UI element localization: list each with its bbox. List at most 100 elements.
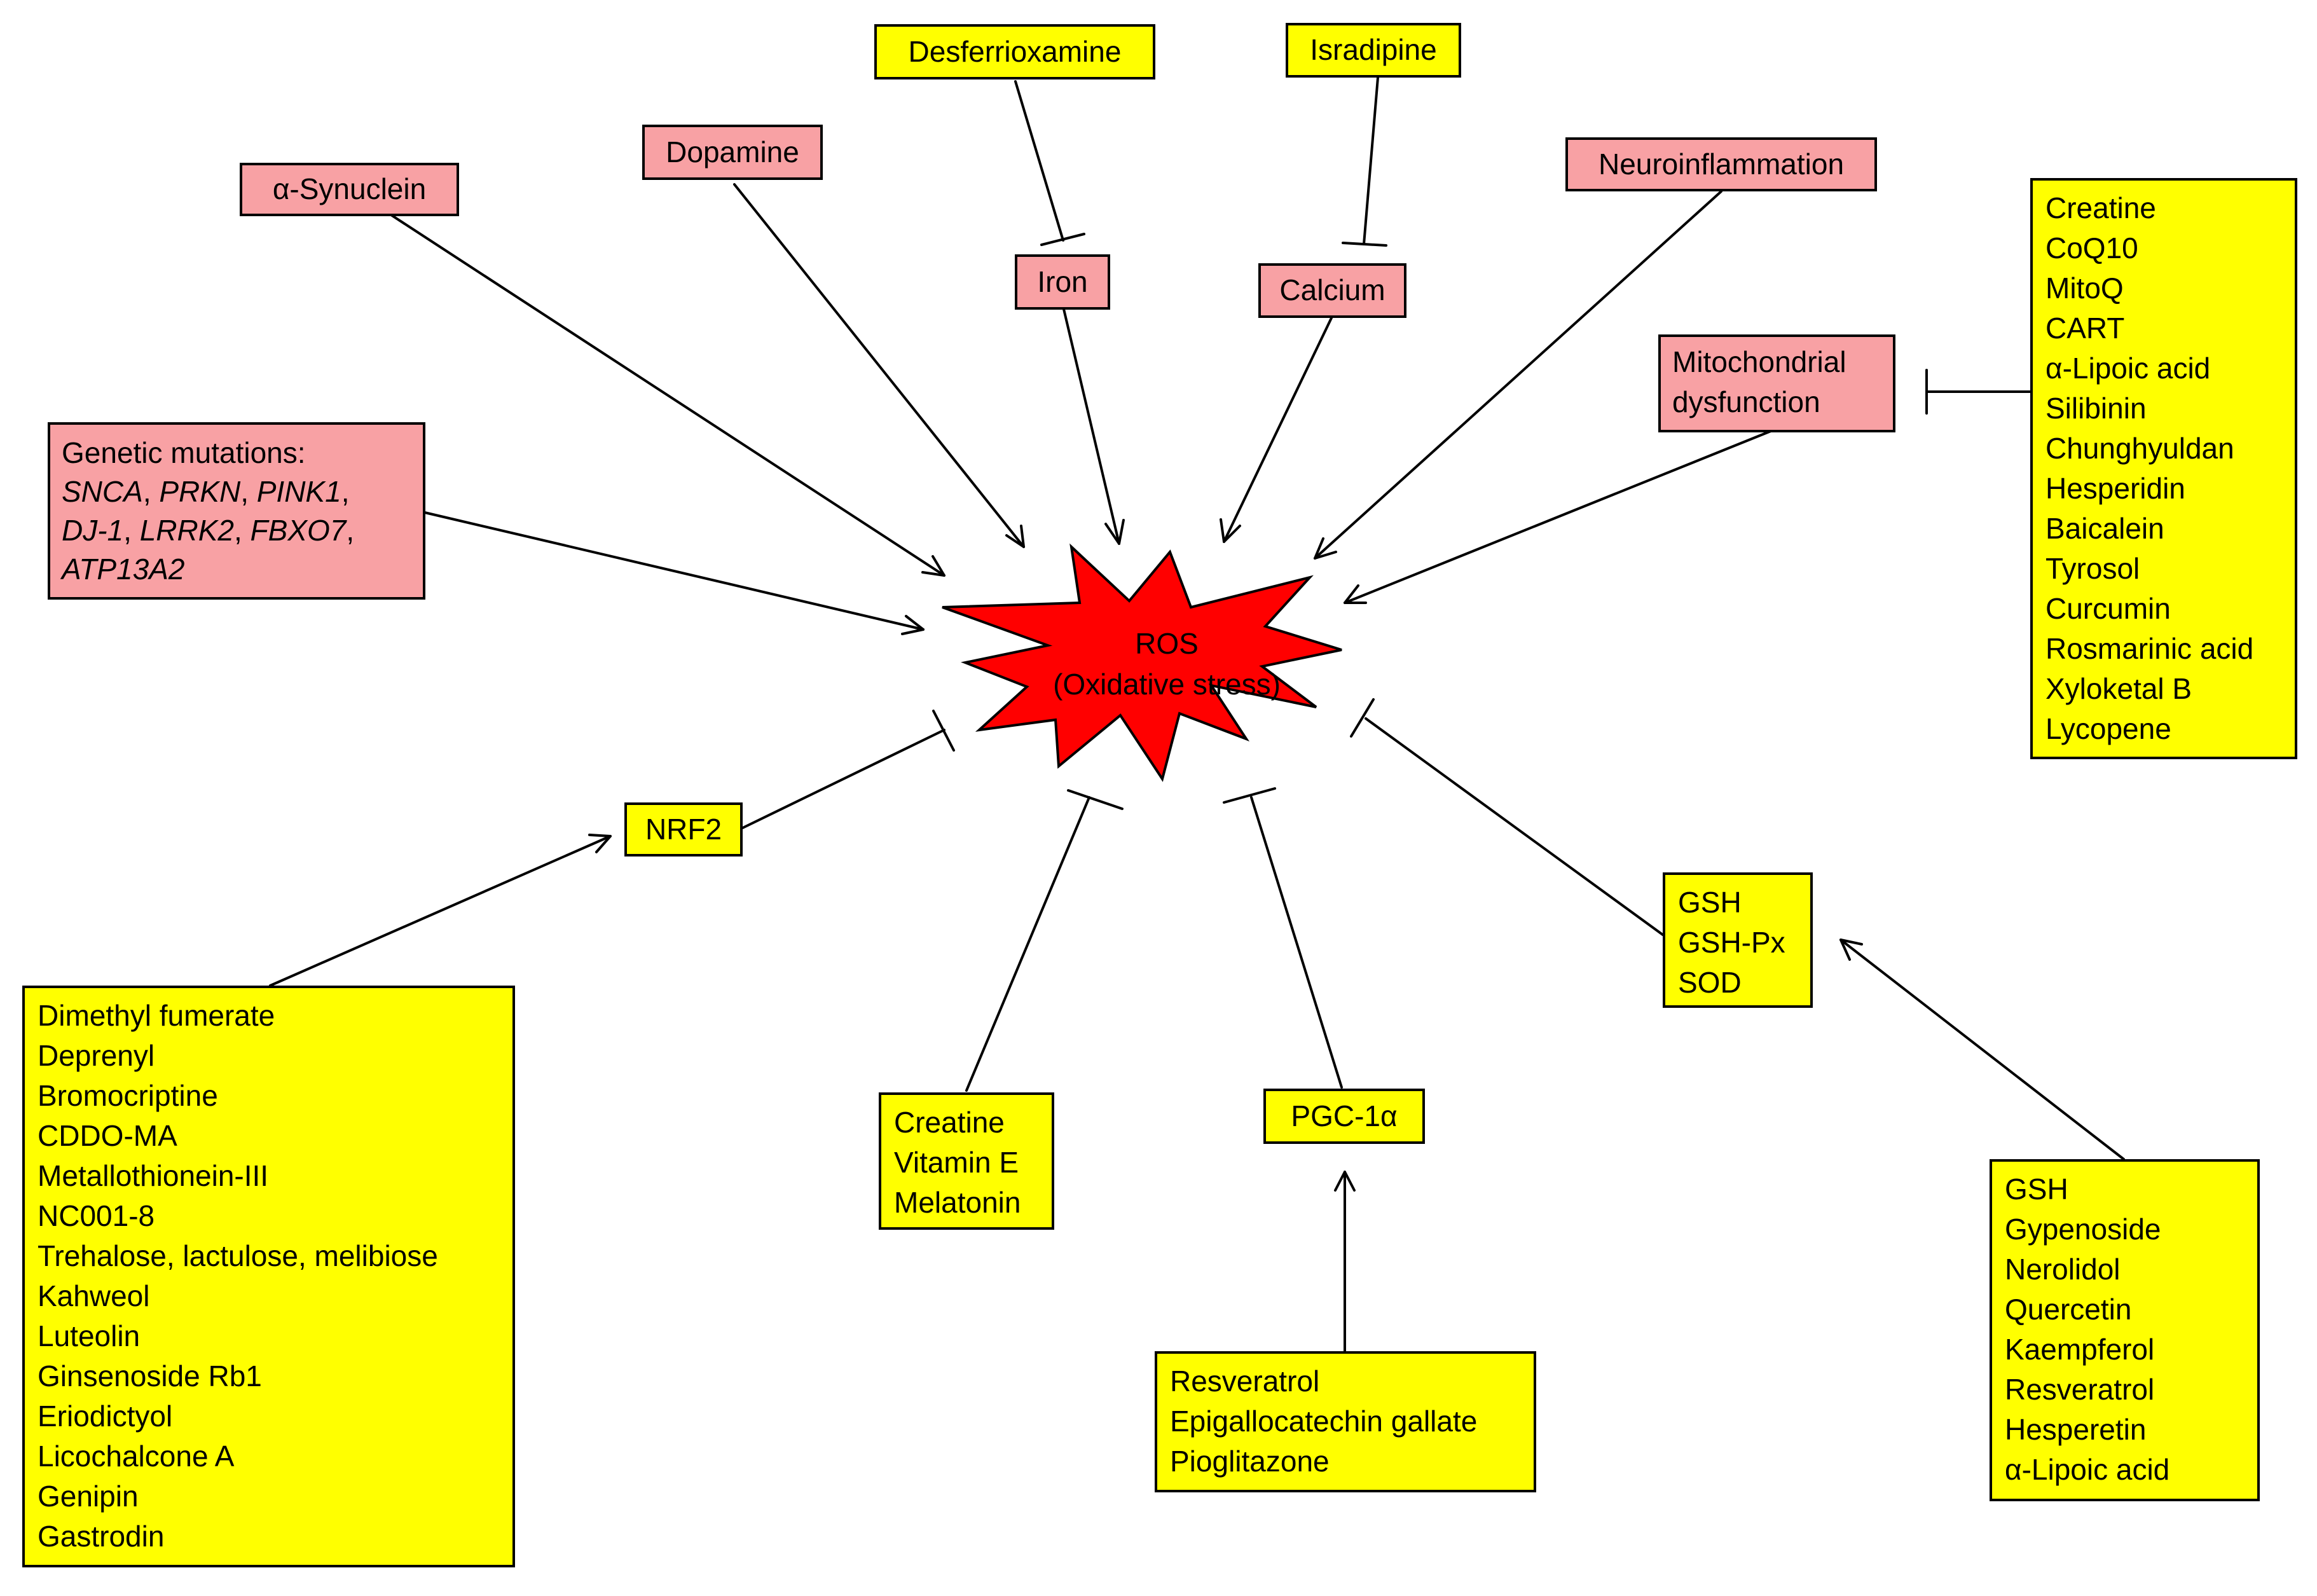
gene-prkn: PRKN bbox=[159, 475, 241, 508]
list-item: NC001-8 bbox=[38, 1199, 155, 1232]
inhibit-direct-antioxidants-ros bbox=[965, 789, 1124, 1092]
list-item: GSH bbox=[1678, 886, 1742, 919]
list-item: Nerolidol bbox=[2005, 1253, 2121, 1286]
nrf2-label: NRF2 bbox=[645, 812, 722, 846]
arrow-pgc-list-to-pgc1a bbox=[1334, 1171, 1356, 1352]
direct-antioxidants-list: Creatine Vitamin E Melatonin bbox=[879, 1092, 1054, 1230]
list-item: Hesperidin bbox=[2045, 472, 2185, 505]
calcium-box: Calcium bbox=[1258, 263, 1406, 318]
list-item: Curcumin bbox=[2045, 592, 2171, 625]
mito-dysfunction-box: Mitochondrial dysfunction bbox=[1658, 334, 1895, 432]
nrf2-box: NRF2 bbox=[624, 802, 743, 856]
gene-sep: , bbox=[123, 514, 140, 547]
gene-fbxo7: FBXO7 bbox=[250, 514, 347, 547]
synuclein-box: α-Synuclein bbox=[240, 163, 459, 216]
gene-lrrk2: LRRK2 bbox=[139, 514, 234, 547]
list-item: CDDO-MA bbox=[38, 1119, 177, 1152]
gene-line-1: SNCA, PRKN, PINK1, bbox=[62, 472, 411, 511]
list-item: Deprenyl bbox=[38, 1039, 155, 1072]
synuclein-label: α-Synuclein bbox=[272, 172, 427, 206]
gene-trail: , bbox=[346, 514, 355, 547]
list-item: Bromocriptine bbox=[38, 1079, 218, 1112]
list-item: GSH bbox=[2005, 1173, 2068, 1206]
list-item: CoQ10 bbox=[2045, 231, 2138, 265]
list-item: Rosmarinic acid bbox=[2045, 632, 2254, 665]
neuroinflammation-box: Neuroinflammation bbox=[1565, 137, 1877, 191]
iron-label: Iron bbox=[1037, 265, 1088, 298]
list-item: Trehalose, lactulose, melibiose bbox=[38, 1239, 438, 1272]
pgc1a-box: PGC-1α bbox=[1263, 1089, 1425, 1144]
list-item: Kahweol bbox=[38, 1279, 150, 1312]
arrow-genetic-to-ros bbox=[423, 511, 925, 635]
inhibit-pgc1a-ros bbox=[1223, 787, 1343, 1089]
list-item: CART bbox=[2045, 312, 2125, 345]
list-item: Tyrosol bbox=[2045, 552, 2140, 585]
mito-label-line2: dysfunction bbox=[1672, 385, 1820, 418]
ros-starburst bbox=[942, 543, 1342, 782]
list-item: Creatine bbox=[2045, 191, 2156, 224]
genetic-title: Genetic mutations: bbox=[62, 436, 306, 469]
list-item: Luteolin bbox=[38, 1319, 141, 1352]
list-item: Quercetin bbox=[2005, 1293, 2132, 1326]
arrow-dopamine-to-ros bbox=[733, 183, 1025, 548]
arrow-neuroinflammation-to-ros bbox=[1314, 190, 1722, 560]
list-item: Genipin bbox=[38, 1480, 139, 1513]
pgc1a-activators-list: Resveratrol Epigallocatechin gallate Pio… bbox=[1155, 1351, 1536, 1492]
inhibit-desferrioxamine-iron bbox=[1014, 80, 1085, 246]
list-item: Xyloketal B bbox=[2045, 672, 2192, 705]
list-item: Dimethyl fumerate bbox=[38, 999, 275, 1032]
mito-label-line1: Mitochondrial bbox=[1672, 345, 1846, 378]
gene-sep: , bbox=[240, 475, 257, 508]
list-item: Epigallocatechin gallate bbox=[1170, 1405, 1478, 1438]
list-item: Metallothionein-III bbox=[38, 1159, 269, 1192]
inhibit-antioxidant-enzymes-ros bbox=[1350, 698, 1664, 936]
list-item: Kaempferol bbox=[2005, 1333, 2155, 1366]
genetic-mutations-box: Genetic mutations: SNCA, PRKN, PINK1, DJ… bbox=[48, 422, 425, 600]
desferrioxamine-label: Desferrioxamine bbox=[908, 34, 1122, 68]
list-item: Resveratrol bbox=[1170, 1365, 1320, 1398]
arrow-calcium-to-ros bbox=[1220, 317, 1333, 543]
dopamine-box: Dopamine bbox=[642, 125, 823, 180]
list-item: Lycopene bbox=[2045, 712, 2171, 745]
gene-dj1: DJ-1 bbox=[62, 514, 124, 547]
list-item: Melatonin bbox=[894, 1186, 1021, 1219]
arrow-inducers-to-antioxidants bbox=[1839, 939, 2125, 1160]
gene-atp13a2: ATP13A2 bbox=[62, 553, 185, 586]
gene-pink1: PINK1 bbox=[256, 475, 341, 508]
list-item: Vitamin E bbox=[894, 1146, 1019, 1179]
gene-sep: , bbox=[142, 475, 160, 508]
desferrioxamine-box: Desferrioxamine bbox=[874, 24, 1155, 79]
mito-protectants-list: Creatine CoQ10 MitoQ CART α-Lipoic acid … bbox=[2030, 178, 2297, 759]
list-item: Gastrodin bbox=[38, 1520, 165, 1553]
antioxidant-inducers-list: GSH Gypenoside Nerolidol Quercetin Kaemp… bbox=[1990, 1159, 2260, 1501]
list-item: Gypenoside bbox=[2005, 1213, 2161, 1246]
list-item: Ginsenoside Rb1 bbox=[38, 1359, 262, 1393]
arrow-nrf2-list-to-nrf2 bbox=[269, 834, 612, 987]
gene-line-2: DJ-1, LRRK2, FBXO7, bbox=[62, 511, 411, 550]
nrf2-activators-list: Dimethyl fumerate Deprenyl Bromocriptine… bbox=[22, 986, 515, 1567]
isradipine-label: Isradipine bbox=[1310, 33, 1437, 67]
list-item: α-Lipoic acid bbox=[2045, 352, 2211, 385]
list-item: Resveratrol bbox=[2005, 1373, 2155, 1406]
dopamine-label: Dopamine bbox=[666, 135, 799, 169]
inhibit-nrf2-ros bbox=[741, 710, 955, 829]
list-item: Silibinin bbox=[2045, 392, 2147, 425]
isradipine-box: Isradipine bbox=[1286, 23, 1461, 78]
inhibit-isradipine-calcium bbox=[1342, 76, 1387, 247]
list-item: GSH-Px bbox=[1678, 926, 1785, 959]
arrow-iron-to-ros bbox=[1062, 305, 1125, 545]
list-item: SOD bbox=[1678, 966, 1742, 999]
list-item: MitoQ bbox=[2045, 272, 2124, 305]
calcium-label: Calcium bbox=[1279, 273, 1385, 307]
pgc1a-label: PGC-1α bbox=[1291, 1099, 1398, 1132]
arrow-synuclein-to-ros bbox=[390, 214, 945, 577]
list-item: Pioglitazone bbox=[1170, 1445, 1330, 1478]
gene-snca: SNCA bbox=[62, 475, 143, 508]
gene-line-3: ATP13A2 bbox=[62, 550, 411, 589]
list-item: Creatine bbox=[894, 1106, 1005, 1139]
ros-subtitle: (Oxidative stress) bbox=[1053, 668, 1281, 701]
neuroinflammation-label: Neuroinflammation bbox=[1598, 147, 1845, 181]
antioxidant-enzymes-list: GSH GSH-Px SOD bbox=[1663, 872, 1813, 1008]
list-item: α-Lipoic acid bbox=[2005, 1453, 2170, 1486]
